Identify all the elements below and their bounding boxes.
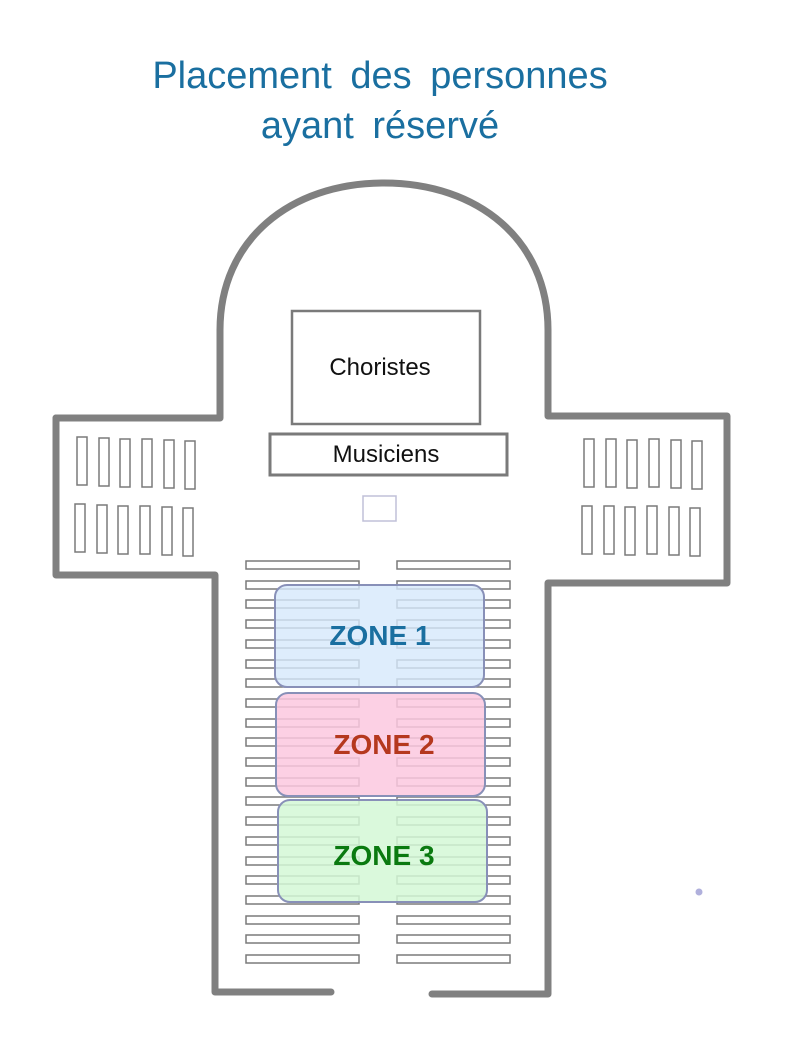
zone-3-label: ZONE 3 bbox=[333, 840, 434, 871]
choir-area: Choristes bbox=[290, 309, 482, 426]
transept-bench bbox=[670, 439, 682, 489]
musicians-box bbox=[268, 432, 509, 477]
transept-bench bbox=[605, 438, 617, 488]
nave-pew-left bbox=[245, 954, 360, 964]
transept-bench bbox=[626, 439, 638, 489]
transept-bench bbox=[76, 436, 88, 486]
title-line-2: ayant réservé bbox=[260, 105, 500, 147]
nave-pew-right bbox=[396, 934, 511, 944]
nave-pew-right bbox=[396, 954, 511, 964]
zone-1-label: ZONE 1 bbox=[329, 620, 430, 651]
zone-1-area[interactable] bbox=[274, 584, 485, 688]
zone-3[interactable]: ZONE 3 bbox=[277, 799, 488, 903]
transept-bench bbox=[98, 437, 110, 487]
transept-bench bbox=[141, 438, 153, 488]
transept-bench bbox=[691, 440, 703, 490]
transept-bench bbox=[161, 506, 173, 556]
left-wall bbox=[52, 414, 335, 996]
transept-bench bbox=[74, 503, 86, 553]
transept-bench bbox=[163, 439, 175, 489]
transept-bench bbox=[646, 505, 658, 555]
zone-1[interactable]: ZONE 1 bbox=[274, 584, 485, 688]
church-walls bbox=[52, 179, 731, 998]
zone-2-area[interactable] bbox=[275, 692, 486, 797]
transept-bench bbox=[182, 507, 194, 557]
transept-bench bbox=[648, 438, 660, 488]
nave-pew-right bbox=[396, 915, 511, 925]
transept-bench bbox=[603, 505, 615, 555]
choir-box bbox=[290, 309, 482, 426]
marker-dot bbox=[695, 888, 703, 896]
transept-bench bbox=[96, 504, 108, 554]
zone-2[interactable]: ZONE 2 bbox=[275, 692, 486, 797]
transept-bench bbox=[117, 505, 129, 555]
transept-bench bbox=[624, 506, 636, 556]
title-line-1: Placement des personnes bbox=[152, 55, 608, 97]
nave-pew-left bbox=[245, 560, 360, 570]
transept-bench bbox=[581, 505, 593, 555]
musicians-label: Musiciens bbox=[333, 441, 440, 468]
nave-pew-right bbox=[396, 560, 511, 570]
musicians-area: Musiciens bbox=[268, 432, 509, 477]
altar-box bbox=[362, 495, 397, 522]
transept-bench bbox=[583, 438, 595, 488]
choir-label: Choristes bbox=[329, 354, 430, 381]
transept-bench bbox=[119, 438, 131, 488]
transept-bench bbox=[139, 505, 151, 555]
zone-3-area[interactable] bbox=[277, 799, 488, 903]
transept-bench bbox=[668, 506, 680, 556]
transept-bench bbox=[184, 440, 196, 490]
apse-wall bbox=[52, 179, 731, 998]
transept-bench bbox=[689, 507, 701, 557]
nave-pew-left bbox=[245, 915, 360, 925]
zone-2-label: ZONE 2 bbox=[333, 729, 434, 760]
left-transept-benches bbox=[74, 436, 196, 557]
nave-pew-left bbox=[245, 934, 360, 944]
right-transept-benches bbox=[581, 438, 703, 557]
